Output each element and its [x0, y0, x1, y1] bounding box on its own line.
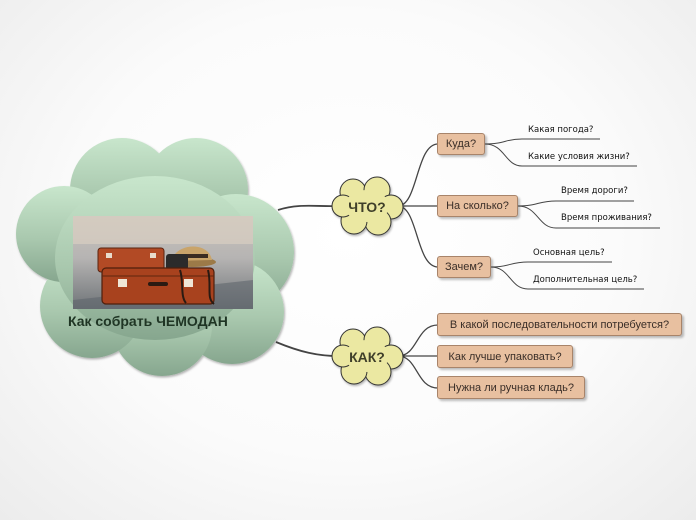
- topic-hand-luggage[interactable]: Нужна ли ручная кладь?: [437, 376, 585, 399]
- connector-how-child3: [397, 355, 439, 389]
- connector-central-how: [275, 341, 339, 357]
- central-title[interactable]: Как собрать ЧЕМОДАН: [68, 313, 228, 329]
- leaf-line-dop: [490, 266, 644, 290]
- leaf-line-usloviya: [484, 143, 637, 167]
- connector-how-child1: [397, 324, 439, 357]
- connector-what-zachem: [397, 205, 439, 268]
- leaf-prozhivanie[interactable]: Время проживания?: [561, 213, 652, 223]
- leaf-doroga[interactable]: Время дороги?: [561, 186, 628, 196]
- leaf-line-pogoda: [484, 138, 600, 145]
- topic-na-skolko[interactable]: На сколько?: [437, 195, 518, 217]
- leaf-dopolnitelnaya[interactable]: Дополнительная цель?: [533, 275, 638, 285]
- topic-sequence[interactable]: В какой последовательности потребуется?: [437, 313, 682, 336]
- branch-label-how[interactable]: КАК?: [349, 349, 385, 365]
- connector-central-what: [277, 204, 339, 211]
- branch-label-what[interactable]: ЧТО?: [348, 199, 386, 215]
- suitcase-photo-icon: [73, 216, 253, 309]
- topic-zachem[interactable]: Зачем?: [437, 256, 491, 278]
- leaf-pogoda[interactable]: Какая погода?: [528, 125, 594, 135]
- leaf-line-osnovnaya: [490, 261, 612, 268]
- bubble-how: [331, 326, 404, 386]
- leaf-line-prozhivanie: [517, 205, 660, 229]
- bubble-what: [331, 176, 404, 236]
- leaf-usloviya[interactable]: Какие условия жизни?: [528, 152, 630, 162]
- leaf-line-doroga: [517, 200, 634, 207]
- connector-what-kuda: [397, 143, 439, 207]
- leaf-osnovnaya[interactable]: Основная цель?: [533, 248, 605, 258]
- topic-kuda[interactable]: Куда?: [437, 133, 485, 155]
- topic-pack[interactable]: Как лучше упаковать?: [437, 345, 573, 368]
